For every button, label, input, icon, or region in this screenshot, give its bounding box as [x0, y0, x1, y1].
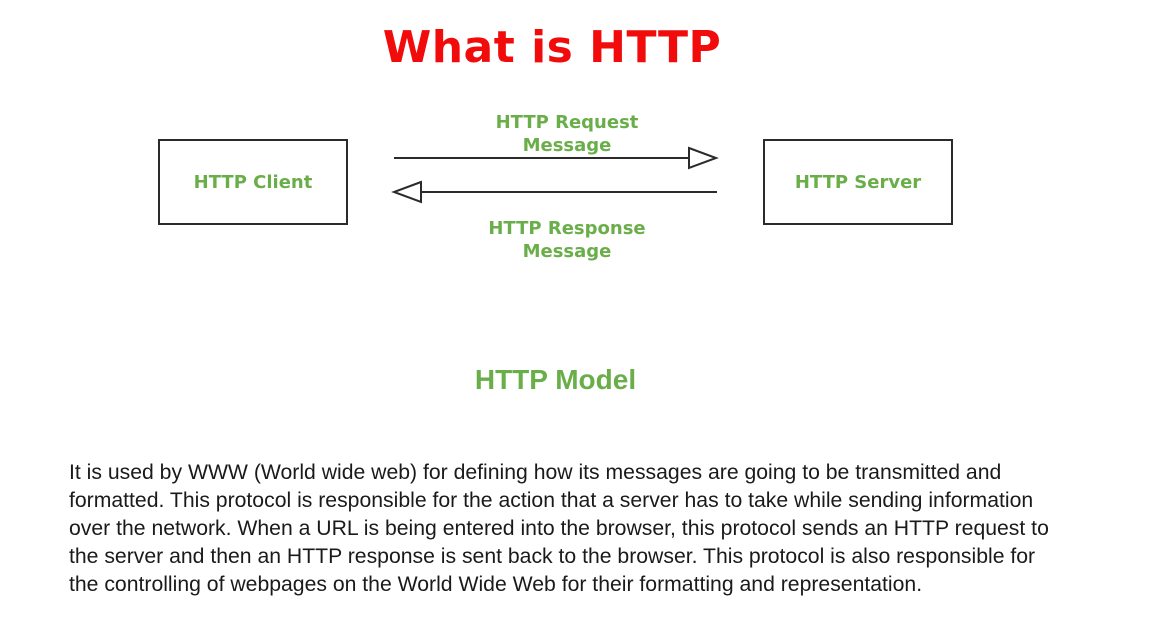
- description-paragraph: It is used by WWW (World wide web) for d…: [69, 459, 1159, 599]
- response-label-line-1: HTTP Response: [488, 218, 646, 239]
- http-client-box: HTTP Client: [158, 139, 348, 225]
- description-line: formatted. This protocol is responsible …: [69, 489, 1034, 512]
- request-message-label: HTTP Request Message: [437, 111, 697, 157]
- page-title: What is HTTP: [382, 22, 722, 73]
- http-client-label: HTTP Client: [193, 171, 313, 193]
- http-server-label: HTTP Server: [794, 171, 922, 193]
- http-server-box: HTTP Server: [763, 139, 953, 225]
- request-arrow: [394, 146, 719, 170]
- description-line: the server and then an HTTP response is …: [69, 545, 1036, 568]
- diagram-caption: HTTP Model: [474, 364, 637, 395]
- response-message-label: HTTP Response Message: [437, 217, 697, 263]
- description-line: the controlling of webpages on the World…: [69, 573, 923, 596]
- request-label-line-1: HTTP Request: [495, 112, 639, 133]
- message-arrows: [391, 146, 719, 204]
- request-label-line-2: Message: [522, 135, 612, 156]
- response-label-line-2: Message: [522, 241, 612, 262]
- description-line: It is used by WWW (World wide web) for d…: [69, 461, 1002, 484]
- response-arrow: [391, 180, 717, 204]
- description-line: over the network. When a URL is being en…: [69, 517, 1049, 540]
